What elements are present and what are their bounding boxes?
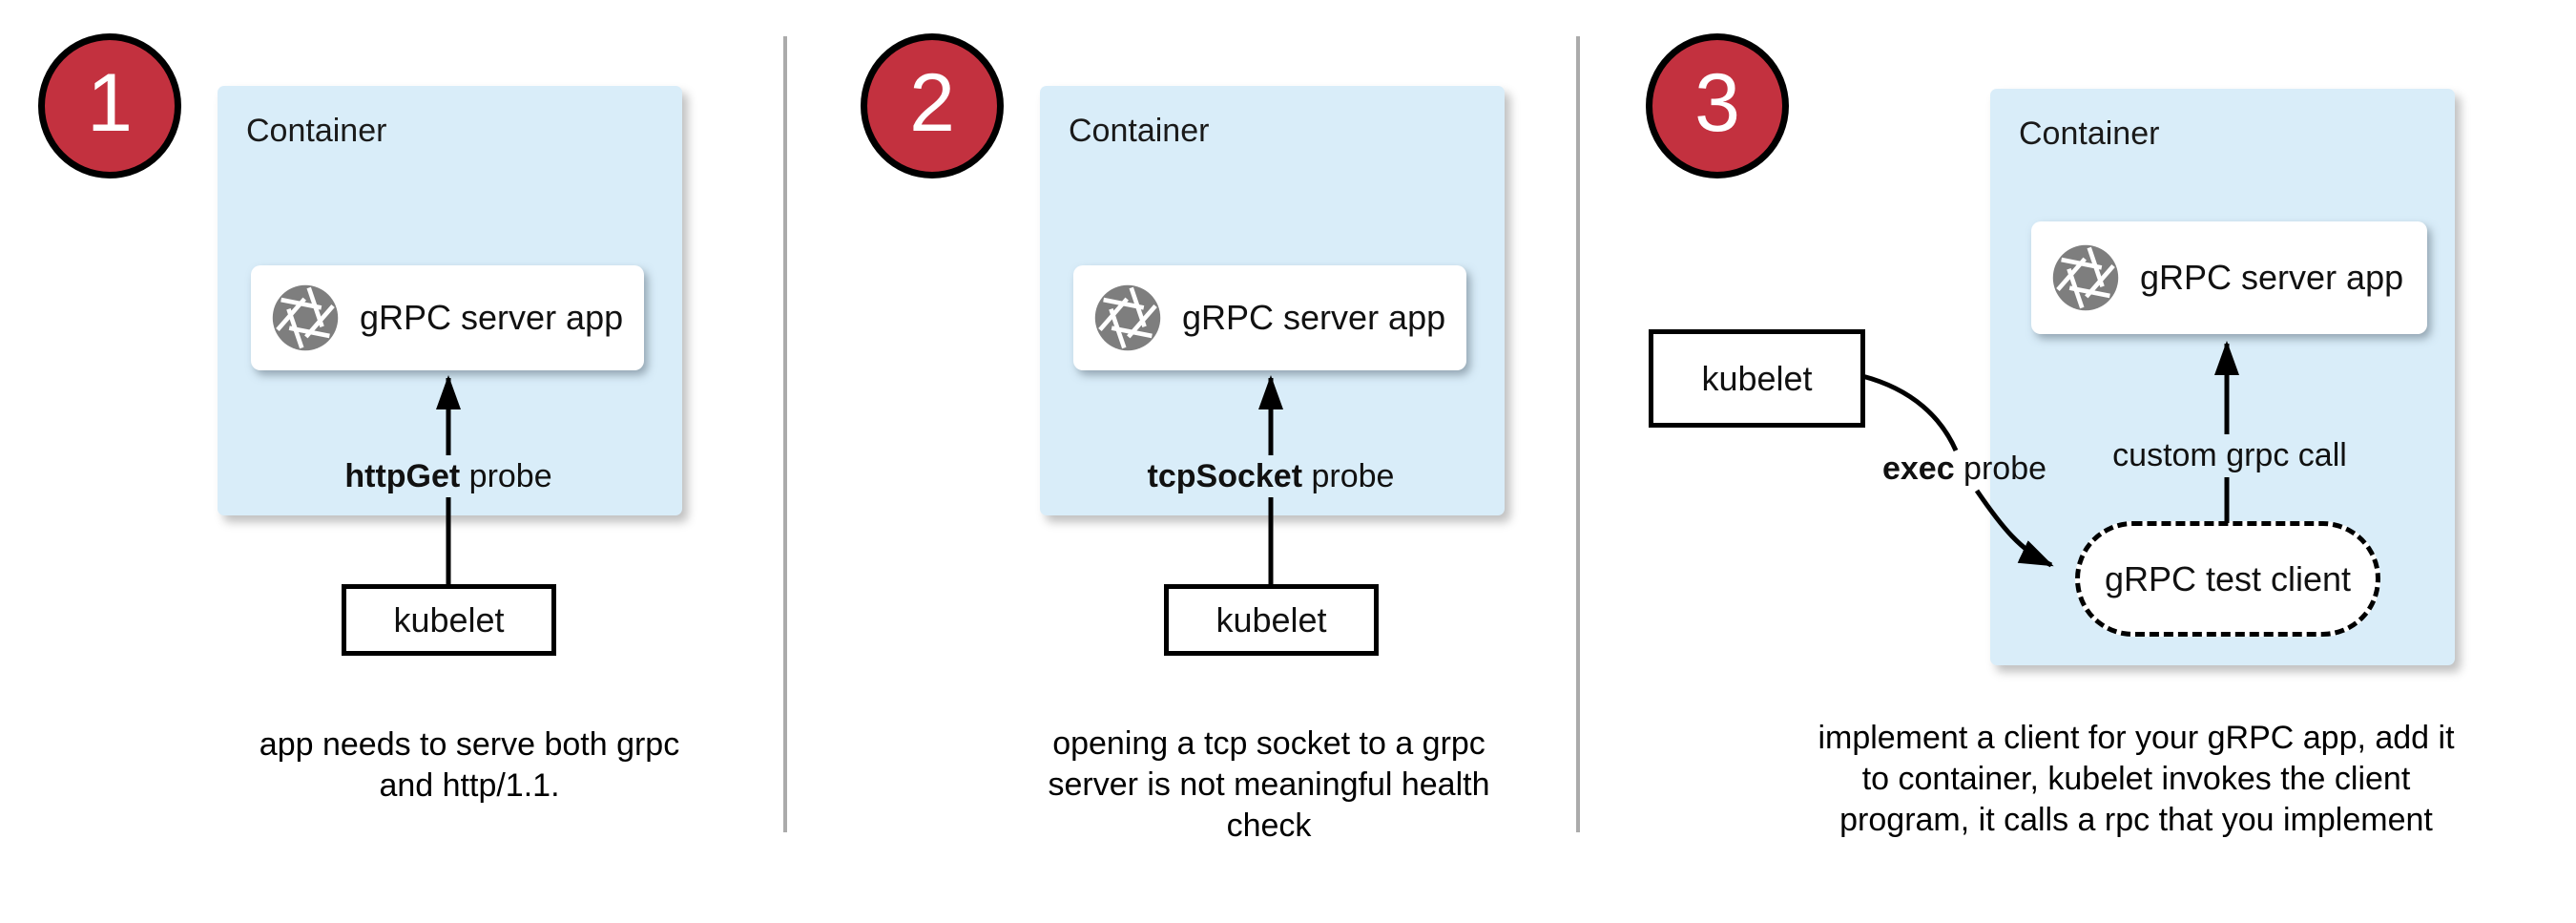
grpc-server-app-label: gRPC server app — [360, 298, 624, 337]
tcpsocket-probe-label: tcpSocket probe — [1147, 458, 1395, 494]
step-2-badge: 2 — [861, 33, 1004, 178]
kubelet-label: kubelet — [1701, 358, 1813, 398]
panel-1-caption: app needs to serve both grpc and http/1.… — [259, 726, 680, 804]
panel-3-caption: implement a client for your gRPC app, ad… — [1818, 720, 2455, 838]
kubelet-box-3: kubelet — [1649, 329, 1865, 428]
grpc-server-app-label: gRPC server app — [1182, 298, 1446, 337]
grpc-test-client-label: gRPC test client — [2104, 558, 2352, 598]
container-label: Container — [1069, 113, 1210, 149]
grpc-test-client-pill: gRPC test client — [2075, 521, 2380, 637]
aperture-icon — [1094, 284, 1161, 351]
kubelet-label: kubelet — [1215, 599, 1327, 640]
step-3-badge: 3 — [1646, 33, 1789, 178]
grpc-server-app-label: gRPC server app — [2140, 258, 2404, 297]
grpc-server-app-box-2: gRPC server app — [1073, 265, 1466, 370]
custom-grpc-call-label: custom grpc call — [2112, 437, 2347, 473]
exec-probe-label: exec probe — [1881, 451, 2047, 487]
step-3-number: 3 — [1694, 57, 1740, 149]
panel-divider-1 — [783, 36, 787, 832]
kubelet-box-1: kubelet — [342, 584, 556, 656]
grpc-server-app-box-3: gRPC server app — [2031, 221, 2427, 334]
kubelet-label: kubelet — [393, 599, 505, 640]
step-2-number: 2 — [909, 57, 955, 149]
step-1-badge: 1 — [38, 33, 181, 178]
aperture-icon — [272, 284, 339, 351]
panel-divider-2 — [1576, 36, 1580, 832]
container-label: Container — [246, 113, 387, 149]
grpc-server-app-box-1: gRPC server app — [251, 265, 644, 370]
container-label: Container — [2019, 115, 2160, 152]
kubelet-box-2: kubelet — [1164, 584, 1379, 656]
httpget-probe-label: httpGet probe — [344, 458, 552, 494]
panel-2-caption: opening a tcp socket to a grpc server is… — [1048, 725, 1490, 844]
step-1-number: 1 — [87, 57, 133, 149]
aperture-icon — [2052, 244, 2119, 311]
